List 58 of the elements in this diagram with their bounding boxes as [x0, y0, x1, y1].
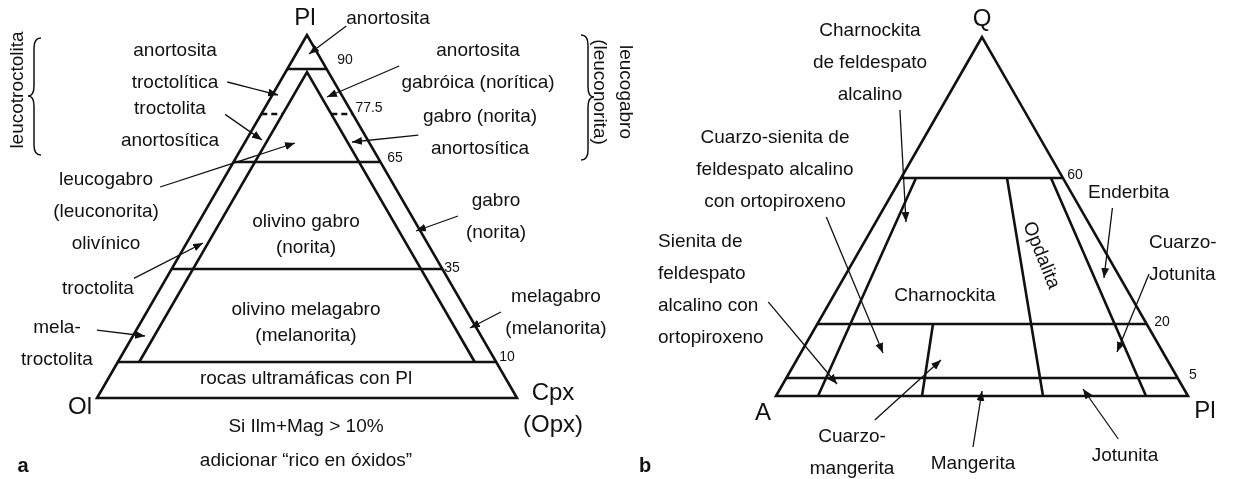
leader-arrow: [224, 113, 263, 141]
tick-label: 35: [444, 260, 460, 276]
tick-label: 90: [337, 52, 353, 68]
vertex-label: Pl: [1194, 394, 1216, 425]
note: adicionar “rico en óxidos”: [199, 448, 413, 473]
rock-name: gabro (norita) anortosítica: [418, 100, 542, 164]
panel-letter: a: [17, 452, 29, 478]
leader-arrow: [159, 142, 296, 188]
tick-label: 65: [387, 150, 403, 166]
vertex-label: A: [755, 396, 771, 427]
rock-name: gabro (norita): [458, 184, 534, 248]
leader-arrow: [351, 134, 419, 145]
leader-arrow: [1082, 388, 1119, 440]
tick-label: 77.5: [355, 100, 383, 116]
leader-arrow: [972, 390, 985, 448]
rock-name: Cuarzo-Jotunita: [1149, 226, 1229, 290]
leader-arrow: [874, 359, 942, 421]
rock-name: Enderbita: [1088, 176, 1170, 208]
rock-name: melagabro (melanorita): [500, 280, 612, 344]
vertex-label: Q: [972, 2, 992, 33]
rock-name: leucogabro (leuconorita) olivínico: [51, 163, 161, 259]
vertex-label: Ol: [68, 390, 92, 421]
rock-name: anortosita gabróica (norítica): [399, 34, 557, 98]
bracket-label: leucogabro (leuconorita): [589, 38, 638, 147]
note: Si Ilm+Mag > 10%: [228, 414, 384, 439]
tick-label: 20: [1154, 314, 1170, 330]
tick-label: 60: [1067, 167, 1083, 183]
panel-letter: b: [638, 452, 652, 478]
rock-name: troctolita: [62, 272, 134, 304]
rock-name: Sienita de feldespato alcalino con ortopiroxeno: [658, 225, 769, 353]
field-label: olivino gabro (norita): [251, 209, 361, 259]
leader-arrow: [899, 109, 910, 223]
leader-arrow: [767, 301, 838, 385]
vertex-label: Pl: [294, 1, 316, 32]
rock-name: Jotunita: [1091, 439, 1159, 471]
rock-name: anortosita: [346, 2, 430, 34]
tick-label: 5: [1189, 367, 1197, 383]
leader-arrow: [308, 25, 347, 55]
leader-arrow: [1101, 207, 1114, 279]
leader-arrow: [326, 65, 400, 98]
rock-name: mela-troctolita: [17, 311, 97, 375]
field-label: Charnockita: [894, 283, 996, 308]
leader-arrow: [1116, 273, 1150, 353]
leader-arrow: [226, 81, 279, 97]
leader-arrow: [133, 242, 204, 280]
rock-name: Charnockita de feldespato alcalino: [810, 14, 930, 110]
rock-name: Cuarzo-mangerita: [806, 420, 898, 479]
field-label: olivino melagabro (melanorita): [230, 297, 382, 347]
leader-arrow: [469, 311, 502, 329]
field-label: rocas ultramáficas con Pl: [199, 366, 413, 391]
vertex-label: Cpx (Opx): [522, 376, 584, 439]
tick-label: 10: [499, 349, 515, 365]
leader-arrow: [415, 215, 459, 232]
rock-name: Mangerita: [930, 447, 1016, 479]
bracket-label: leucotroctolita: [5, 31, 29, 149]
rock-name: Cuarzo-sienita de feldespato alcalino con ortopiroxeno: [689, 121, 861, 217]
leader-arrow: [96, 329, 146, 339]
leader-arrow: [825, 216, 884, 354]
